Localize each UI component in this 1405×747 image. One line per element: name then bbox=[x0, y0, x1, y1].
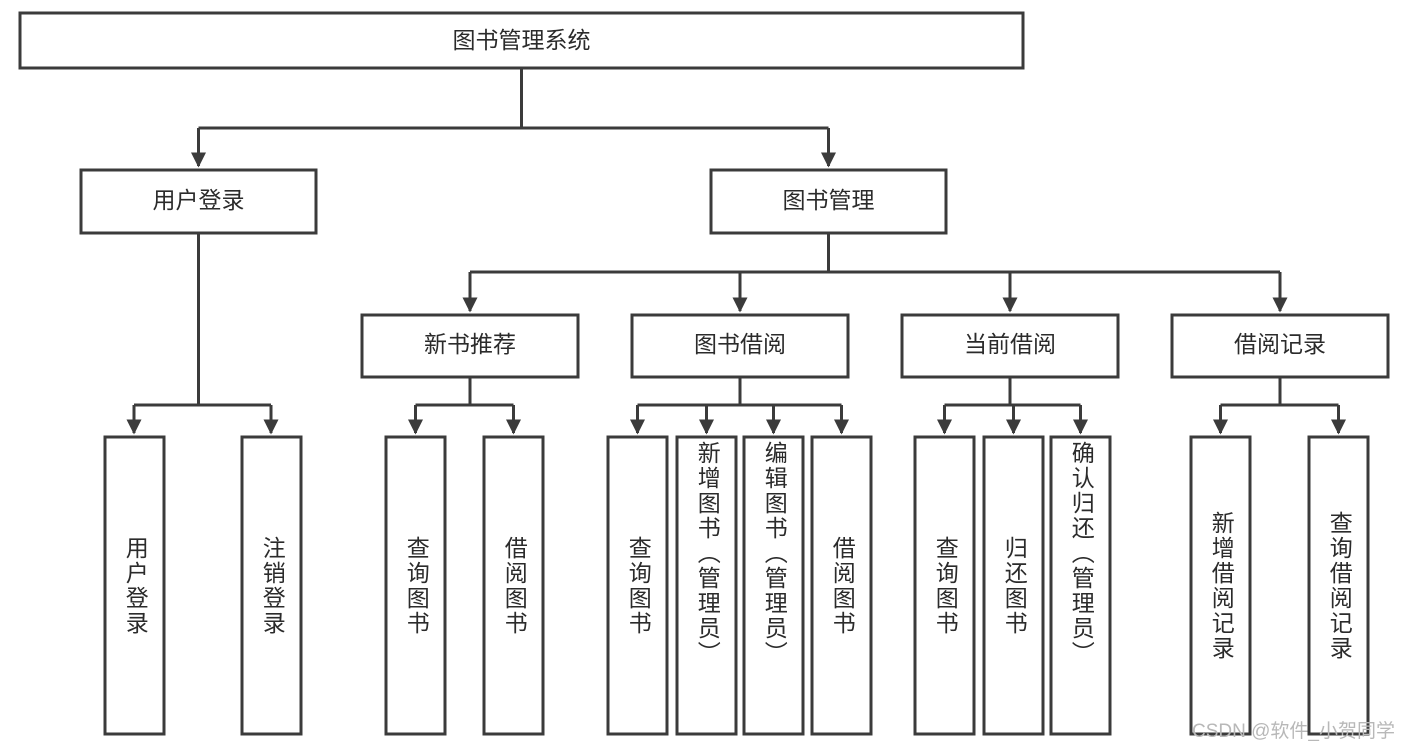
node-leaf-user-login-box[interactable] bbox=[103, 435, 166, 736]
node-root-box[interactable] bbox=[18, 11, 1025, 70]
node-book-borrow[interactable]: 图书借阅 bbox=[630, 313, 850, 379]
node-book-manage[interactable]: 图书管理 bbox=[709, 168, 948, 235]
leaf-node-rects bbox=[103, 435, 1370, 736]
node-user-login-label: 用户登录 bbox=[153, 187, 245, 213]
node-leaf-query-book-1-box[interactable] bbox=[384, 435, 447, 736]
edge-group-user-login bbox=[126, 233, 279, 435]
node-leaf-borrow-book-2-box[interactable] bbox=[810, 435, 873, 736]
node-leaf-query-record-box[interactable] bbox=[1307, 435, 1370, 736]
node-current-borrow[interactable]: 当前借阅 bbox=[900, 313, 1120, 379]
edge-group-current-borrow bbox=[937, 377, 1088, 435]
node-leaf-query-book-2-box[interactable] bbox=[606, 435, 669, 736]
node-new-book-rec-box[interactable] bbox=[360, 313, 580, 379]
watermark-text: CSDN @软件_小贺同学 bbox=[1192, 721, 1395, 742]
node-borrow-record-box[interactable] bbox=[1170, 313, 1390, 379]
node-borrow-record[interactable]: 借阅记录 bbox=[1170, 313, 1390, 379]
node-book-manage-label: 图书管理 bbox=[783, 187, 875, 213]
edge-group-borrow-record bbox=[1213, 377, 1346, 435]
node-leaf-borrow-book-1-box[interactable] bbox=[482, 435, 545, 736]
edge-group-new-book-rec bbox=[408, 377, 521, 435]
edge-group-book-manage bbox=[462, 233, 1288, 313]
node-leaf-edit-book-box[interactable] bbox=[742, 435, 805, 736]
node-user-login[interactable]: 用户登录 bbox=[79, 168, 318, 235]
edge-group-book-borrow bbox=[630, 377, 849, 435]
node-leaf-return-book-box[interactable] bbox=[982, 435, 1045, 736]
edge-group-root bbox=[191, 68, 836, 168]
node-current-borrow-label: 当前借阅 bbox=[964, 331, 1056, 357]
node-current-borrow-box[interactable] bbox=[900, 313, 1120, 379]
node-leaf-query-book-3-box[interactable] bbox=[913, 435, 976, 736]
node-book-borrow-box[interactable] bbox=[630, 313, 850, 379]
node-user-login-box[interactable] bbox=[79, 168, 318, 235]
node-leaf-confirm-return-box[interactable] bbox=[1049, 435, 1112, 736]
node-leaf-add-book-box[interactable] bbox=[675, 435, 738, 736]
node-borrow-record-label: 借阅记录 bbox=[1234, 331, 1326, 357]
node-leaf-logout-box[interactable] bbox=[240, 435, 303, 736]
node-leaf-add-record-box[interactable] bbox=[1189, 435, 1252, 736]
node-new-book-rec-label: 新书推荐 bbox=[424, 331, 516, 357]
node-book-manage-box[interactable] bbox=[709, 168, 948, 235]
node-book-borrow-label: 图书借阅 bbox=[694, 331, 786, 357]
node-root[interactable]: 图书管理系统 bbox=[18, 11, 1025, 70]
node-root-label: 图书管理系统 bbox=[453, 27, 591, 53]
node-new-book-rec[interactable]: 新书推荐 bbox=[360, 313, 580, 379]
